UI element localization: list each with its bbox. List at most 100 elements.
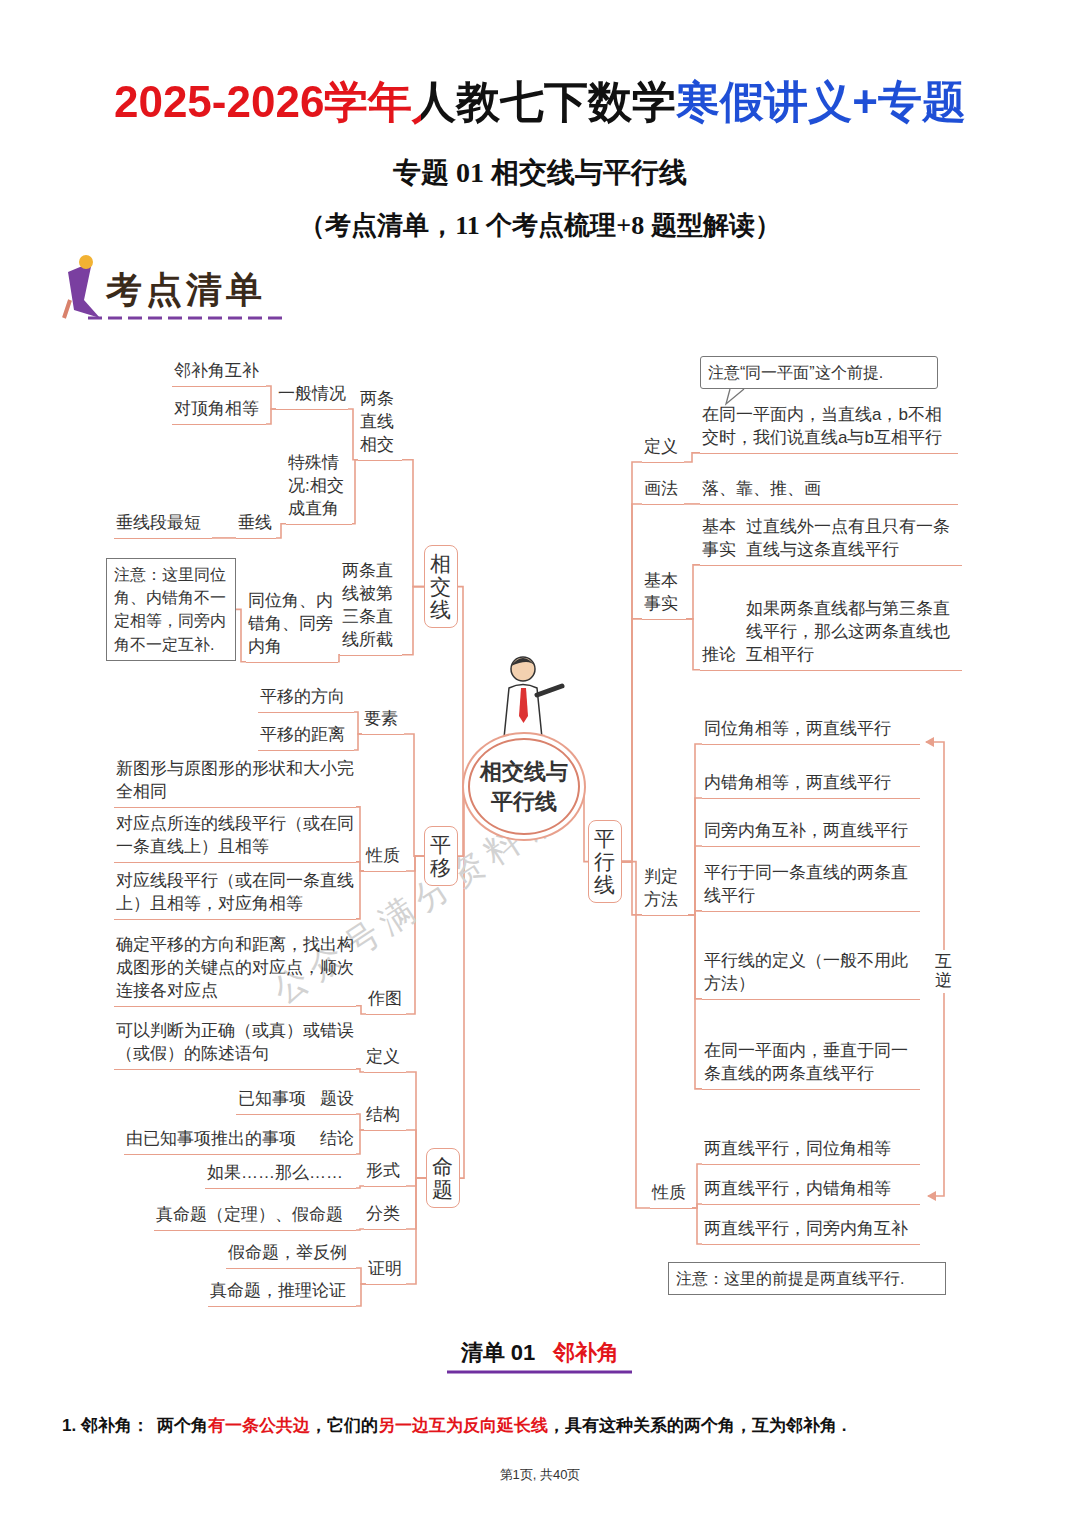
- branch-item: 在同一平面内，当直线a，b不相交时，我们说直线a与b互相平行: [700, 404, 958, 454]
- branch-item: 平行线的定义（一般不用此方法）: [702, 950, 920, 1000]
- decor-path: [511, 658, 535, 666]
- node-text: 分类: [366, 1203, 404, 1226]
- node-text: 过直线外一点有且只有一条直线与这条直线平行: [746, 516, 960, 562]
- text-label: 专题 01 相交线与平行线: [0, 154, 1080, 192]
- node-text: 一般情况: [278, 383, 346, 406]
- branch-item: 内错角相等，两直线平行: [702, 772, 920, 799]
- node-text: 邻补角互补: [174, 360, 264, 383]
- node-text: 两条直线被第三条直线所截: [342, 560, 400, 652]
- branch-box: 平行线: [588, 820, 622, 903]
- connector: [406, 1178, 426, 1284]
- connector: [352, 460, 358, 524]
- branch-item: 同位角相等，两直线平行: [702, 718, 920, 745]
- node-text: 两直线平行，同位角相等: [704, 1138, 918, 1161]
- connector: [266, 386, 276, 409]
- decor-path: [64, 300, 70, 318]
- node-text: 对顶角相等: [174, 398, 264, 421]
- node-text: 平行线: [594, 827, 615, 896]
- node-text: 确定平移的方向和距离，找出构成图形的关键点的对应点，顺次连接各对应点: [116, 934, 354, 1003]
- title-row: 2025-2026学年人教七下数学寒假讲义+专题: [0, 76, 1080, 129]
- branch-item: 新图形与原图形的形状和大小完全相同: [114, 758, 356, 808]
- heading-underline: [447, 1371, 632, 1374]
- node-text: 同旁内角互补，两直线平行: [704, 820, 918, 843]
- node-text: 性质: [652, 1182, 690, 1205]
- node-text: 相交线与平行线: [480, 757, 568, 816]
- connector: [356, 1186, 364, 1188]
- connector: [402, 587, 424, 655]
- branch-item: 基本事实过直线外一点有且只有一条直线与这条直线平行: [700, 516, 962, 566]
- connector: [354, 712, 362, 734]
- node-text: 结构: [366, 1104, 404, 1127]
- branch-item: 落、靠、推、画: [700, 478, 958, 505]
- text-label: 互逆: [935, 950, 952, 993]
- node-text: 作图: [368, 988, 404, 1011]
- note-box: 注意：这里同位角、内错角不一定相等，同旁内角不一定互补.: [106, 558, 236, 661]
- branch-item: 两直线平行，内错角相等: [702, 1178, 920, 1205]
- branch-item: 由已知事项推出的事项结论: [124, 1128, 356, 1155]
- branch-item: 邻补角互补: [172, 360, 266, 387]
- connector: [688, 846, 702, 915]
- teacher-figure: [504, 657, 562, 738]
- connector: [686, 565, 700, 619]
- branch-item: 假命题，举反例: [226, 1242, 356, 1269]
- definition-text: 两个角: [157, 1416, 208, 1435]
- branch-box: 平移: [424, 826, 458, 886]
- branch-item: 对应点所连的线段平行（或在同一条直线上）且相等: [114, 813, 356, 863]
- node-text: 形式: [366, 1160, 404, 1183]
- branch-item: 性质: [650, 1182, 692, 1209]
- branch-item: 形式: [364, 1160, 406, 1187]
- connector: [356, 1268, 366, 1284]
- branch-item: 作图: [366, 988, 406, 1015]
- node-text: 注意：这里的前提是两直线平行.: [676, 1267, 938, 1290]
- branch-item: 垂线段最短: [114, 512, 212, 539]
- node-text: 垂线: [238, 512, 274, 535]
- bubble-tail: [726, 389, 744, 404]
- branch-item: 平行于同一条直线的两条直线平行: [702, 862, 920, 912]
- node-text: 同位角相等，两直线平行: [704, 718, 918, 741]
- branch-item: 同旁内角互补，两直线平行: [702, 820, 920, 847]
- connector: [354, 734, 362, 750]
- node-text: 对应线段平行（或在同一条直线上）且相等，对应角相等: [116, 870, 354, 916]
- definition-text: 另一边互为反向延长线: [378, 1416, 548, 1435]
- connector: [356, 1130, 364, 1154]
- branch-item: 同位角、内错角、同旁内角: [246, 590, 338, 663]
- node-text: 命题: [432, 1155, 453, 1201]
- branch-item: 画法: [642, 478, 684, 505]
- decor-path: [537, 686, 562, 695]
- node-text: 在同一平面内，垂直于同一条直线的两条直线平行: [704, 1040, 918, 1086]
- connector: [458, 587, 468, 787]
- connector: [356, 807, 364, 871]
- connector: [356, 1284, 366, 1306]
- branch-item: 基本事实: [642, 570, 686, 620]
- branch-item: 推论如果两条直线都与第三条直线平行，那么这两条直线也互相平行: [700, 598, 962, 671]
- node-text: 平行于同一条直线的两条直线平行: [704, 862, 918, 908]
- node-text: 同位角、内错角、同旁内角: [248, 590, 336, 659]
- branch-item: 判定方法: [642, 866, 688, 916]
- branch-item: 对应线段平行（或在同一条直线上）且相等，对应角相等: [114, 870, 356, 920]
- connector: [356, 1006, 366, 1014]
- branch-item: 特殊情况:相交成直角: [286, 452, 352, 525]
- connector: [266, 409, 276, 424]
- node-text: 两直线平行，内错角相等: [704, 1178, 918, 1201]
- branch-item: 在同一平面内，垂直于同一条直线的两条直线平行: [702, 1040, 920, 1090]
- branch-item: 真命题（定理）、假命题: [154, 1204, 356, 1231]
- branch-item: 平移的距离: [258, 724, 354, 751]
- branch-item: 证明: [366, 1258, 406, 1285]
- node-text: 假命题，举反例: [228, 1242, 354, 1265]
- node-text: 真命题，推理论证: [210, 1280, 354, 1303]
- connector: [580, 787, 588, 862]
- branch-box: 命题: [426, 1148, 460, 1208]
- connector: [338, 655, 340, 662]
- branch-item: 定义: [364, 1046, 406, 1073]
- branch-item: 性质: [364, 845, 406, 872]
- text-label: 考点清单: [106, 266, 266, 315]
- connector: [688, 798, 702, 915]
- node-text: 如果……那么……: [207, 1162, 354, 1185]
- definition-text: ，它们的: [310, 1416, 378, 1435]
- connector: [348, 409, 358, 460]
- decor-path: [68, 262, 100, 318]
- note-box: 注意：这里的前提是两直线平行.: [668, 1262, 946, 1295]
- connector: [622, 619, 642, 862]
- connector: [406, 1130, 426, 1178]
- node-text: 判定方法: [644, 866, 686, 912]
